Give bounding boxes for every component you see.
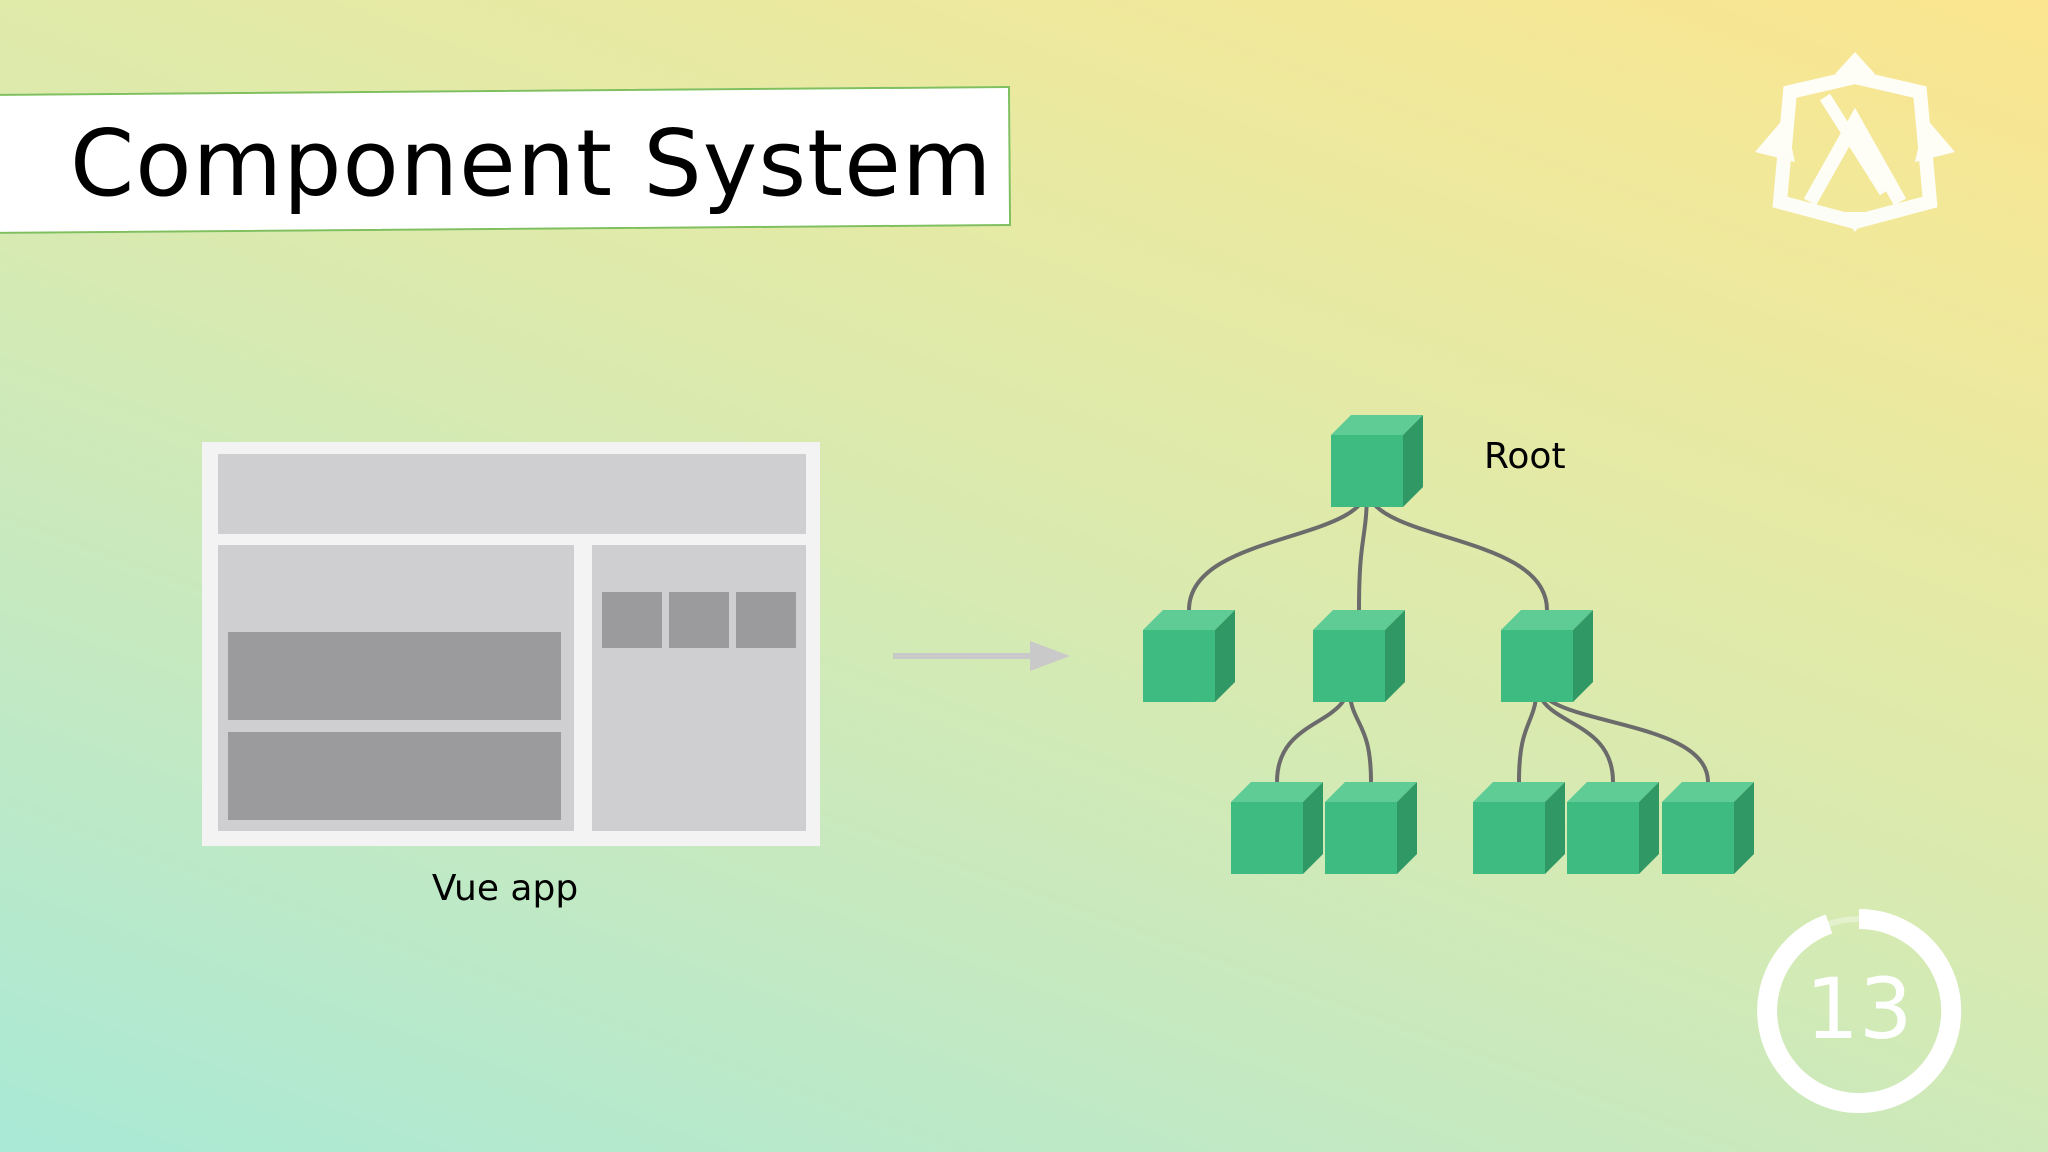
mockup-main-block	[228, 632, 561, 720]
tree-connector	[1517, 681, 1539, 783]
vue-app-mockup	[202, 442, 820, 846]
tree-connector	[1535, 681, 1710, 783]
countdown-number: 13	[1806, 960, 1913, 1058]
tree-connector	[1347, 681, 1373, 783]
tree-connector	[1365, 486, 1549, 611]
mockup-side-block	[669, 592, 729, 648]
slide-title: Component System	[70, 110, 993, 217]
tree-connector	[1357, 486, 1369, 611]
vue-app-label: Vue app	[431, 868, 579, 909]
component-cube-child-2	[1313, 610, 1405, 702]
component-cube-child-2-1	[1231, 782, 1323, 874]
component-cube-child-3-2	[1567, 782, 1659, 874]
mockup-main-block	[228, 732, 561, 820]
mockup-side-block	[736, 592, 796, 648]
component-cube-child-3-3	[1662, 782, 1754, 874]
tree-connector	[1535, 681, 1615, 783]
tree-connectors	[1187, 486, 1710, 783]
component-cube-child-1	[1143, 610, 1235, 702]
root-label: Root	[1484, 436, 1566, 477]
mockup-side-panel	[592, 545, 806, 831]
countdown-ring-icon: 13	[1757, 908, 1962, 1113]
mockup-main-panel	[218, 545, 574, 831]
right-arrow-icon	[893, 641, 1070, 671]
tree-cubes	[1143, 415, 1754, 874]
tree-connector	[1187, 486, 1369, 611]
component-cube-child-3-1	[1473, 782, 1565, 874]
mockup-side-block	[602, 592, 662, 648]
component-cube-child-3	[1501, 610, 1593, 702]
tree-connector	[1275, 681, 1351, 783]
component-cube-root	[1331, 415, 1423, 507]
mockup-header-panel	[218, 454, 806, 534]
component-cube-child-2-2	[1325, 782, 1417, 874]
tent-book-logo-icon	[1755, 52, 1955, 232]
